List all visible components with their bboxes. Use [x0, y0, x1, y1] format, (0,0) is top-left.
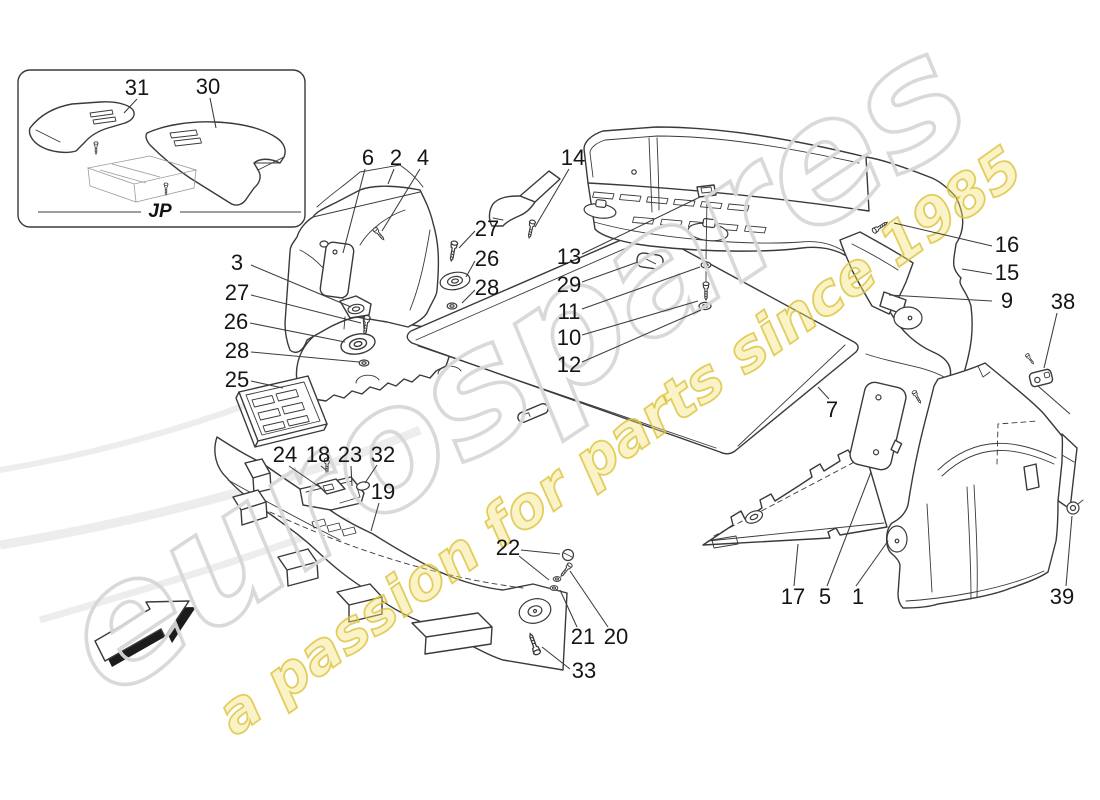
- callout-39[interactable]: 39: [1049, 584, 1075, 609]
- callout-16[interactable]: 16: [994, 232, 1020, 257]
- side-panel-left[interactable]: [702, 449, 888, 549]
- callout-7[interactable]: 7: [825, 397, 839, 422]
- callout-22[interactable]: 22: [495, 535, 521, 560]
- callout-27[interactable]: 27: [474, 216, 500, 241]
- callout-18[interactable]: 18: [305, 442, 331, 467]
- callout-21[interactable]: 21: [570, 624, 596, 649]
- callout-6[interactable]: 6: [361, 145, 375, 170]
- callout-10[interactable]: 10: [556, 325, 582, 350]
- callout-23[interactable]: 23: [337, 442, 363, 467]
- leader-lines: [123, 97, 1073, 670]
- callout-30[interactable]: 30: [195, 74, 221, 99]
- callout-14[interactable]: 14: [560, 145, 586, 170]
- callout-24[interactable]: 24: [272, 442, 298, 467]
- callout-12[interactable]: 12: [556, 352, 582, 377]
- wheel-arch-trim[interactable]: [284, 164, 472, 367]
- inset-part-31[interactable]: [28, 101, 135, 155]
- callout-5[interactable]: 5: [818, 584, 832, 609]
- inset-part-30[interactable]: [145, 121, 286, 206]
- shelf-details: [583, 184, 923, 330]
- clip-39[interactable]: [1066, 499, 1084, 515]
- inset-box: [17, 69, 306, 228]
- callout-20[interactable]: 20: [603, 624, 629, 649]
- callout-15[interactable]: 15: [994, 260, 1020, 285]
- callout-38[interactable]: 38: [1050, 289, 1076, 314]
- callout-33[interactable]: 33: [571, 658, 597, 683]
- callout-19[interactable]: 19: [370, 479, 396, 504]
- callout-1[interactable]: 1: [851, 584, 865, 609]
- callout-4[interactable]: 4: [416, 145, 430, 170]
- callout-26[interactable]: 26: [223, 309, 249, 334]
- callout-28[interactable]: 28: [224, 338, 250, 363]
- callout-13[interactable]: 13: [556, 244, 582, 269]
- callout-27[interactable]: 27: [224, 280, 250, 305]
- luggage-compartment-mat[interactable]: [406, 230, 859, 455]
- direction-arrow: [94, 600, 196, 667]
- side-panel-right[interactable]: [885, 352, 1084, 609]
- inset-under-tray: [86, 155, 198, 203]
- air-duct[interactable]: [839, 231, 914, 315]
- access-lid[interactable]: [848, 380, 914, 473]
- sill-end-cap[interactable]: [488, 170, 561, 239]
- callout-2[interactable]: 2: [389, 145, 403, 170]
- callout-28[interactable]: 28: [474, 275, 500, 300]
- callout-32[interactable]: 32: [370, 442, 396, 467]
- callout-25[interactable]: 25: [224, 367, 250, 392]
- vent-grille[interactable]: [235, 375, 328, 448]
- callout-31[interactable]: 31: [124, 75, 150, 100]
- front-trim[interactable]: [214, 436, 575, 671]
- callout-26[interactable]: 26: [474, 246, 500, 271]
- clip-38[interactable]: [1028, 368, 1054, 388]
- callout-17[interactable]: 17: [780, 584, 806, 609]
- callout-3[interactable]: 3: [230, 250, 244, 275]
- callout-29[interactable]: 29: [556, 272, 582, 297]
- callout-11[interactable]: 11: [557, 299, 581, 324]
- callout-9[interactable]: 9: [1000, 288, 1014, 313]
